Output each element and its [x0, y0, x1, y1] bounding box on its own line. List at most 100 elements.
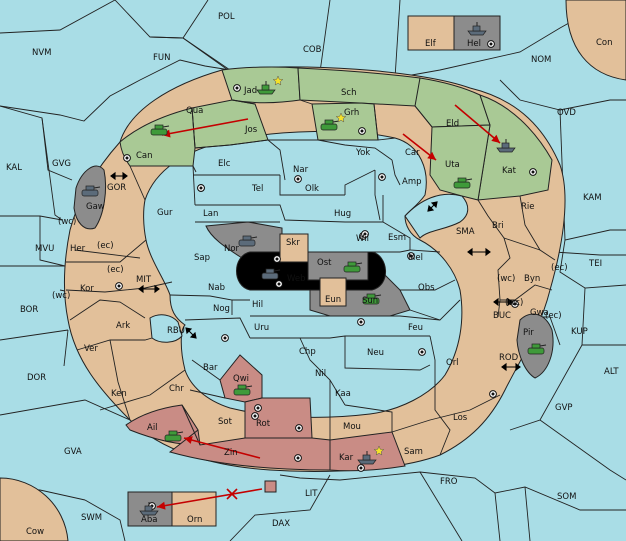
army-unit-icon[interactable] [81, 185, 101, 197]
coast-label: (wc) [497, 274, 515, 284]
supply-center-marker [294, 454, 302, 462]
buc-adjacency-arrow [493, 297, 513, 307]
supply-center-marker [489, 390, 497, 398]
coast-label: (ec) [551, 263, 568, 273]
land-label: Nog [213, 304, 230, 314]
land-label: Bar [203, 363, 218, 373]
supply-center-marker [254, 404, 262, 412]
sea-label: DOR [27, 373, 46, 383]
land-label: Elf [425, 39, 437, 49]
supply-center-marker [418, 348, 426, 356]
region-gaw [73, 165, 107, 230]
army-unit-icon[interactable] [343, 261, 363, 273]
land-label: Sun [362, 296, 378, 306]
order-arrow [156, 488, 263, 510]
mit-adjacency-arrow [138, 284, 160, 294]
army-unit-icon[interactable] [238, 235, 258, 247]
army-unit-icon[interactable] [362, 293, 382, 305]
supply-center-marker [407, 252, 415, 260]
sea-label: SMA [456, 227, 475, 237]
land-label: Amp [402, 177, 422, 187]
army-unit-icon[interactable] [453, 177, 473, 189]
sea-label: BUC [493, 311, 511, 321]
supply-center-marker [487, 40, 495, 48]
land-label: Orn [187, 515, 202, 525]
gor-adjacency-arrow [110, 171, 128, 181]
sea-label: GVP [555, 403, 573, 413]
supply-center-marker [357, 318, 365, 326]
land-label: Esm [388, 233, 406, 243]
land-label: Hil [252, 300, 263, 310]
land-label: Feu [408, 323, 423, 333]
coast-label: (ec) [545, 311, 562, 321]
fleet-unit-icon[interactable] [357, 445, 385, 465]
sea-label: SWM [81, 513, 102, 523]
sea-label: KAM [583, 193, 602, 203]
sea-label: DAX [272, 519, 290, 529]
land-label: Ost [317, 258, 332, 268]
land-label: Lan [203, 209, 218, 219]
land-label: Ver [84, 344, 98, 354]
fleet-unit-icon[interactable] [256, 75, 284, 95]
fleet-unit-icon[interactable] [139, 502, 159, 516]
star-icon [373, 445, 385, 456]
land-label: Web [287, 274, 306, 284]
fleet-unit-icon[interactable] [496, 139, 516, 153]
sea-label: FRO [440, 477, 458, 487]
land-label: Mou [343, 422, 361, 432]
fleet-unit-icon[interactable] [467, 22, 487, 36]
land-label: Bri [492, 221, 504, 231]
supply-center-marker [357, 464, 365, 472]
land-label: Wil [356, 234, 369, 244]
region-elf [407, 15, 455, 51]
land-label: Los [453, 413, 468, 423]
supply-center-marker [294, 175, 302, 183]
sea-label: GVA [64, 447, 82, 457]
land-label: Qwi [233, 374, 249, 384]
sma-adjacency-arrow [427, 201, 438, 212]
sea-label: COB [303, 45, 322, 55]
supply-center-marker [358, 127, 366, 135]
land-label: Neu [367, 348, 384, 358]
land-label: Gwa [530, 308, 549, 318]
sea-label: ROD [499, 353, 519, 363]
land-label: Ail [147, 423, 158, 433]
land-label: Kar [339, 453, 354, 463]
land-label: Hug [334, 209, 351, 219]
sea-label: KAL [6, 163, 22, 173]
land-label: Kaa [335, 389, 351, 399]
army-unit-icon[interactable] [320, 112, 347, 131]
sea-label: NOM [531, 55, 551, 65]
sea-label: BOR [20, 305, 38, 315]
sea-label: FUN [153, 53, 170, 63]
army-unit-icon[interactable] [150, 124, 170, 136]
army-unit-icon[interactable] [233, 384, 253, 396]
land-label: Eun [325, 295, 341, 305]
supply-center-marker [273, 255, 281, 263]
sea-label: Cow [26, 527, 44, 537]
sea-labels: POL NVM FUN COB Con NOM OVD KAL GVG GOR … [6, 12, 619, 537]
land-label: Uta [445, 160, 460, 170]
supply-center-marker [221, 334, 229, 342]
sea-label: Con [596, 38, 613, 48]
sea-label: GOR [107, 183, 126, 193]
sma-inlet [404, 193, 469, 239]
land-label: Nor [224, 244, 240, 254]
army-unit-icon[interactable] [527, 343, 547, 355]
coast-label: (wc) [58, 217, 76, 227]
sea-label: OVD [557, 108, 576, 118]
army-unit-icon[interactable] [261, 268, 281, 280]
rod-adjacency-arrow [501, 362, 521, 372]
army-unit-icon[interactable] [164, 430, 184, 442]
land-label: Zin [224, 448, 238, 458]
order-failed-x [226, 488, 238, 500]
region-eun [319, 277, 347, 307]
land-label: Ken [111, 389, 127, 399]
land-label: Mel [408, 253, 423, 263]
land-label: Sot [218, 417, 233, 427]
supply-center-marker [275, 280, 283, 288]
land-label: Nil [315, 369, 326, 379]
sea-label: LIT [305, 489, 318, 499]
sea-label: MVU [35, 244, 54, 254]
